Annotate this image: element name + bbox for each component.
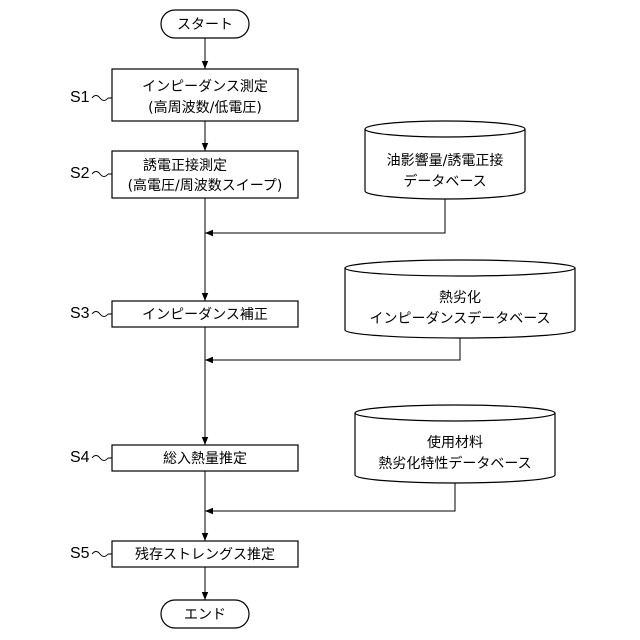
start-label: スタート: [177, 17, 233, 33]
leader-s1: [92, 96, 108, 101]
leader-s3: [92, 312, 108, 317]
end-label: エンド: [184, 607, 226, 623]
step-s2-id: S2: [70, 165, 90, 182]
step-s4-id: S4: [70, 449, 90, 466]
database-2-line2: インピーダンスデータベース: [369, 310, 550, 327]
step-s2-line1: 誘電正接測定: [143, 157, 227, 174]
database-2-line1: 熱劣化: [439, 290, 481, 306]
database-3-line1: 使用材料: [427, 434, 483, 451]
database-1-line2: データベース: [403, 173, 486, 190]
step-s3: S3 インピーダンス補正: [70, 301, 298, 327]
step-s3-line1: インピーダンス補正: [142, 307, 268, 323]
step-s3-id: S3: [70, 305, 90, 322]
step-s4: S4 総入熱量推定: [70, 445, 298, 471]
step-s2-line2: (高電圧/周波数スイープ): [128, 177, 283, 194]
step-s5-line1: 残存ストレングス推定: [135, 547, 275, 563]
leader-s5: [92, 552, 108, 557]
leader-s4: [92, 456, 108, 461]
leader-s2: [92, 172, 108, 177]
database-1-line1: 油影響量/誘電正接: [387, 152, 504, 169]
step-s1-line2: (高周波数/低電圧): [148, 99, 262, 116]
database-3: 使用材料 熱劣化特性データベース: [355, 405, 555, 483]
database-1: 油影響量/誘電正接 データベース: [365, 121, 525, 199]
end-terminator: エンド: [161, 600, 249, 628]
step-s4-line1: 総入熱量推定: [163, 451, 247, 467]
database-3-line2: 熱劣化特性データベース: [378, 455, 531, 472]
step-s1: S1 インピーダンス測定 (高周波数/低電圧): [70, 69, 298, 121]
step-s1-id: S1: [70, 89, 90, 106]
step-s1-line1: インピーダンス測定: [142, 79, 268, 95]
step-s2: S2 誘電正接測定 (高電圧/周波数スイープ): [70, 151, 298, 198]
database-2: 熱劣化 インピーダンスデータベース: [345, 260, 575, 338]
step-s5: S5 残存ストレングス推定: [70, 541, 298, 567]
start-terminator: スタート: [161, 10, 249, 38]
step-s5-id: S5: [70, 545, 90, 562]
